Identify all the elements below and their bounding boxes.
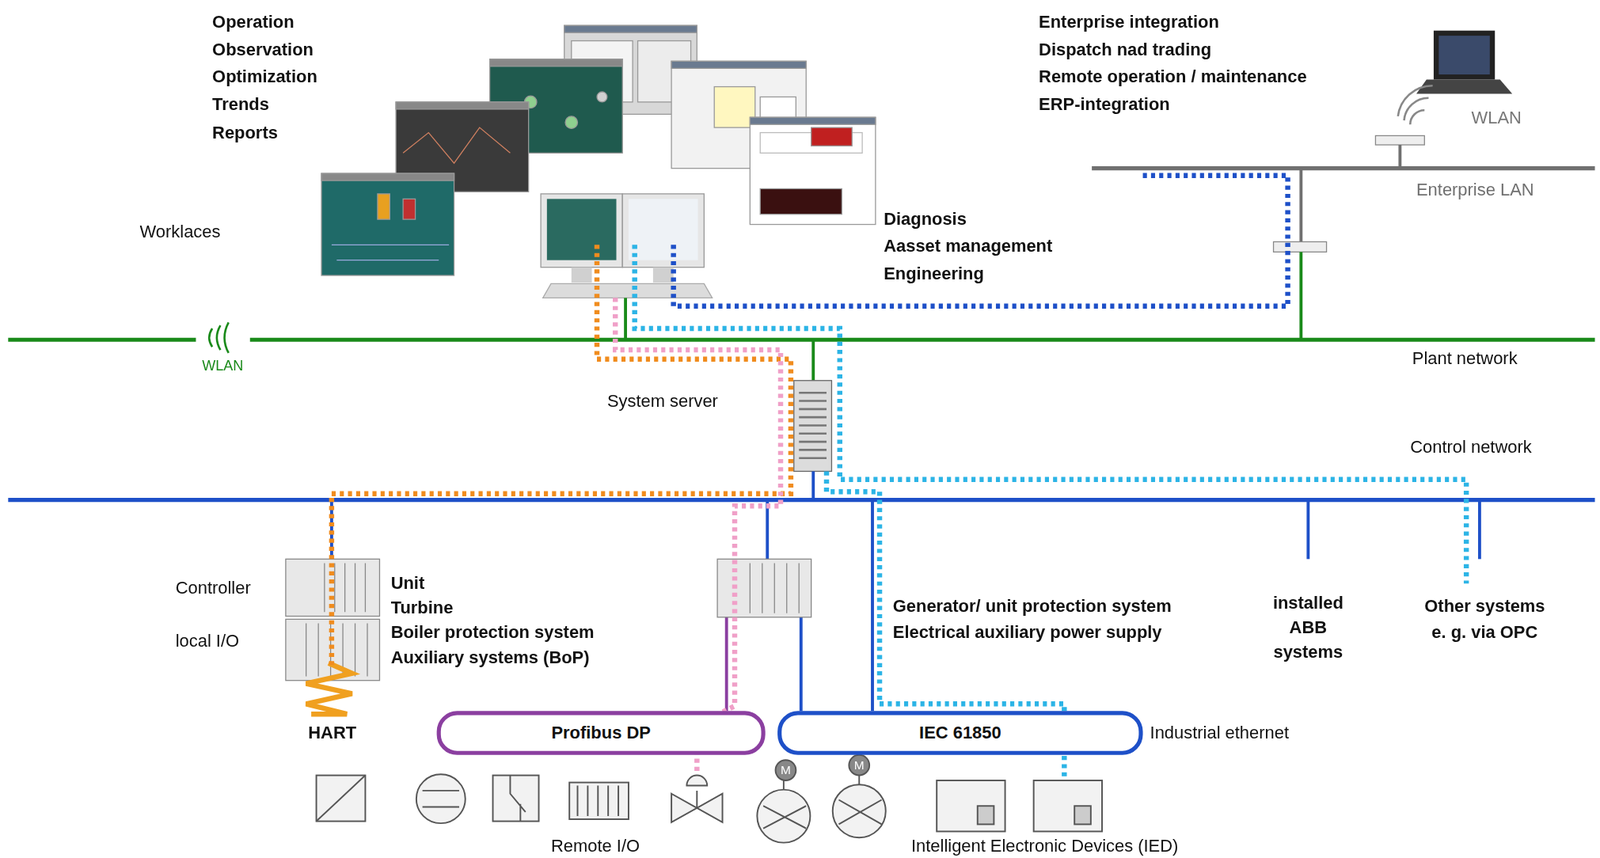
diagram-label: installed ABB systems bbox=[1273, 592, 1344, 666]
diagram-label: Dispatch nad trading bbox=[1038, 38, 1212, 61]
diagram-label: Turbine bbox=[391, 596, 454, 620]
diagram-label: Intelligent Electronic Devices (IED) bbox=[911, 836, 1179, 858]
diagram-label: WLAN bbox=[201, 353, 244, 377]
diagram-label: Controller bbox=[175, 577, 251, 601]
diagram-label: local I/O bbox=[175, 630, 240, 654]
diagram-label: System server bbox=[607, 391, 719, 414]
diagram-label: Aasset management bbox=[883, 235, 1053, 259]
diagram-label: Industrial ethernet bbox=[1150, 722, 1289, 745]
diagram-label: Operation bbox=[212, 11, 294, 34]
diagram-label: Optimization bbox=[212, 66, 318, 89]
diagram-label: M bbox=[854, 753, 865, 776]
diagram-label: Control network bbox=[1409, 437, 1532, 460]
diagram-label: ERP-integration bbox=[1038, 94, 1171, 117]
wlan-waves bbox=[1398, 85, 1433, 125]
system-server bbox=[794, 380, 833, 472]
bus-box: Profibus DP bbox=[437, 710, 766, 755]
laptop bbox=[1416, 30, 1513, 95]
diagram-label: Reports bbox=[212, 122, 278, 145]
wlan-symbol bbox=[209, 322, 229, 354]
diagram-label: Auxiliary systems (BoP) bbox=[391, 646, 590, 669]
diagram-label: Worklaces bbox=[140, 221, 221, 244]
diagram-label: Remote I/O bbox=[551, 836, 640, 858]
diagram-label: Boiler protection system bbox=[391, 621, 595, 644]
diagram-label: Trends bbox=[212, 94, 270, 117]
diagram-label: Remote operation / maintenance bbox=[1038, 66, 1307, 89]
diagram-label: Enterprise LAN bbox=[1416, 179, 1535, 202]
diagram-label: Enterprise integration bbox=[1038, 11, 1220, 34]
hart-coil bbox=[306, 663, 353, 715]
diagram-label: Engineering bbox=[883, 263, 985, 286]
bus-label: IEC 61850 bbox=[919, 722, 1002, 744]
diagram-label: HART bbox=[307, 722, 357, 745]
diagram-label: Diagnosis bbox=[883, 208, 967, 231]
diagram-label: e. g. via OPC bbox=[1431, 621, 1538, 644]
diagram-label: Electrical auxiliary power supply bbox=[893, 621, 1163, 644]
field-devices bbox=[316, 755, 1103, 844]
diagram-label: Other systems bbox=[1424, 596, 1545, 619]
diagram-label: Unit bbox=[391, 572, 426, 595]
screenshots bbox=[321, 25, 876, 276]
diagram-label: M bbox=[780, 759, 791, 782]
diagram-label: Generator/ unit protection system bbox=[893, 596, 1172, 619]
diagram-label: Observation bbox=[212, 38, 314, 61]
bus-box: IEC 61850 bbox=[777, 710, 1143, 755]
bus-label: Profibus DP bbox=[551, 722, 650, 744]
diagram-label: Plant network bbox=[1412, 348, 1518, 371]
diagram-label: WLAN bbox=[1471, 106, 1522, 130]
workplace-monitors bbox=[540, 193, 713, 298]
